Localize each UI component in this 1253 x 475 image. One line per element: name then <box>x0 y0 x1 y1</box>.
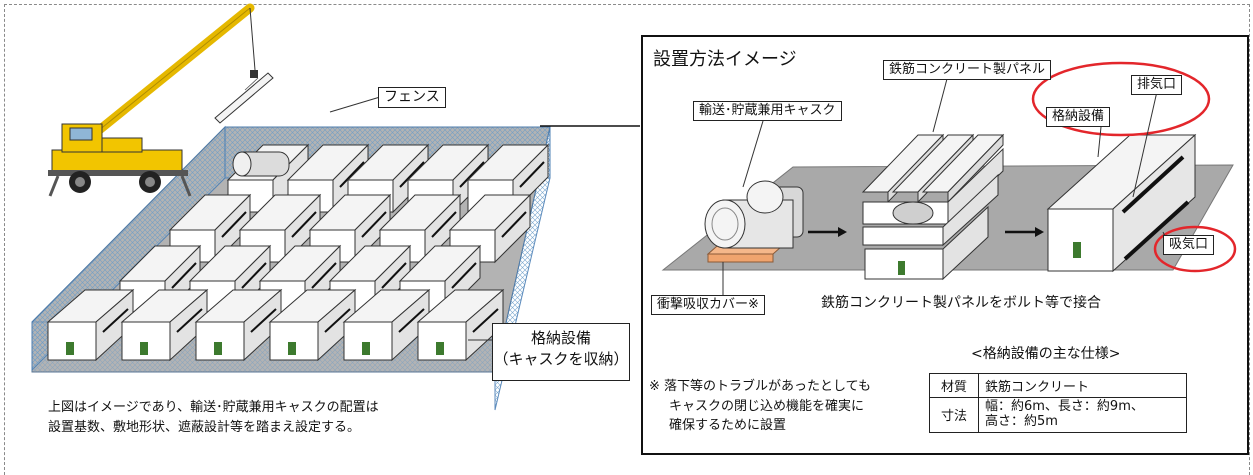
installation-method-panel: 設置方法イメージ 輸送･貯蔵兼用キャスク 鉄筋コンクリート製パネル 格納設備 排… <box>641 35 1249 455</box>
storage-facility-label-line1: 格納設備 <box>530 329 591 347</box>
storage-facility-label-right: 格納設備 <box>1046 107 1111 127</box>
intake-vent-label: 吸気口 <box>1163 235 1215 255</box>
layout-caption-line1: 上図はイメージであり、輸送･貯蔵兼用キャスクの配置は <box>48 400 379 415</box>
mobile-crane-illustration <box>48 3 258 197</box>
spec-dimension-line2: 高さ：約5m <box>985 413 1058 429</box>
installation-note: ※ 落下等のトラブルがあったとしても キャスクの閉じ込め機能を確実に 確保するた… <box>649 377 871 436</box>
intake-highlight-ellipse <box>1153 225 1237 273</box>
cask-label: 輸送･貯蔵兼用キャスク <box>693 101 842 121</box>
spec-title: <格納設備の主な仕様> <box>971 346 1121 362</box>
panel-title: 設置方法イメージ <box>653 49 797 70</box>
outer-dashed-frame <box>4 4 1250 475</box>
cask-callout-line <box>742 120 764 188</box>
layout-caption-line2: 設置基数、敷地形状、遮蔽設計等を踏まえ設定する。 <box>48 420 361 436</box>
site-layout-illustration <box>31 3 640 411</box>
shock-cover-label: 衝撃吸収カバー※ <box>651 295 765 315</box>
installation-illustration <box>661 61 1237 295</box>
bolt-joint-caption: 鉄筋コンクリート製パネルをボルト等で接合 <box>821 295 1101 311</box>
exhaust-callout-line <box>1132 86 1159 198</box>
storage-callout-line-right <box>1097 126 1102 158</box>
layout-caption: 上図はイメージであり、輸送･貯蔵兼用キャスクの配置は 設置基数、敷地形状、遮蔽設… <box>48 398 379 438</box>
fence-label: フェンス <box>378 87 446 108</box>
exhaust-vent-label: 排気口 <box>1131 75 1183 95</box>
spec-dimension-key: 寸法 <box>929 397 979 433</box>
spec-dimension-value: 幅：約6m、長さ：約9m、 高さ：約5m <box>978 397 1187 433</box>
cask-on-pad <box>704 180 804 263</box>
spec-material-key: 材質 <box>929 373 979 398</box>
spec-material-value: 鉄筋コンクリート <box>978 373 1187 398</box>
installation-note-line3: 確保するために設置 <box>669 418 787 433</box>
installation-note-line1: ※ 落下等のトラブルがあったとしても <box>649 379 871 394</box>
spec-table: 材質 鉄筋コンクリート 寸法 幅：約6m、長さ：約9m、 高さ：約5m <box>929 373 1187 433</box>
hanging-panel <box>214 72 274 124</box>
panel-callout-line <box>932 74 949 133</box>
spec-dimension-line1: 幅：約6m、長さ：約9m、 <box>985 399 1144 414</box>
installation-note-line2: キャスクの閉じ込め機能を確実に <box>669 398 865 414</box>
spec-row-dimensions: 寸法 幅：約6m、長さ：約9m、 高さ：約5m <box>929 397 1187 433</box>
exhaust-highlight-ellipse <box>1031 61 1211 137</box>
rc-panel-label: 鉄筋コンクリート製パネル <box>883 60 1052 80</box>
storage-facility-label-line2: （キャスクを収納） <box>493 350 629 368</box>
spec-row-material: 材質 鉄筋コンクリート <box>929 373 1187 398</box>
rc-panel-assembly <box>861 133 1005 281</box>
fence-callout-line <box>329 96 381 113</box>
finished-storage-facility <box>1046 133 1197 273</box>
storage-modules <box>46 143 550 362</box>
storage-facility-label-left: 格納設備 （キャスクを収納） <box>492 323 630 381</box>
